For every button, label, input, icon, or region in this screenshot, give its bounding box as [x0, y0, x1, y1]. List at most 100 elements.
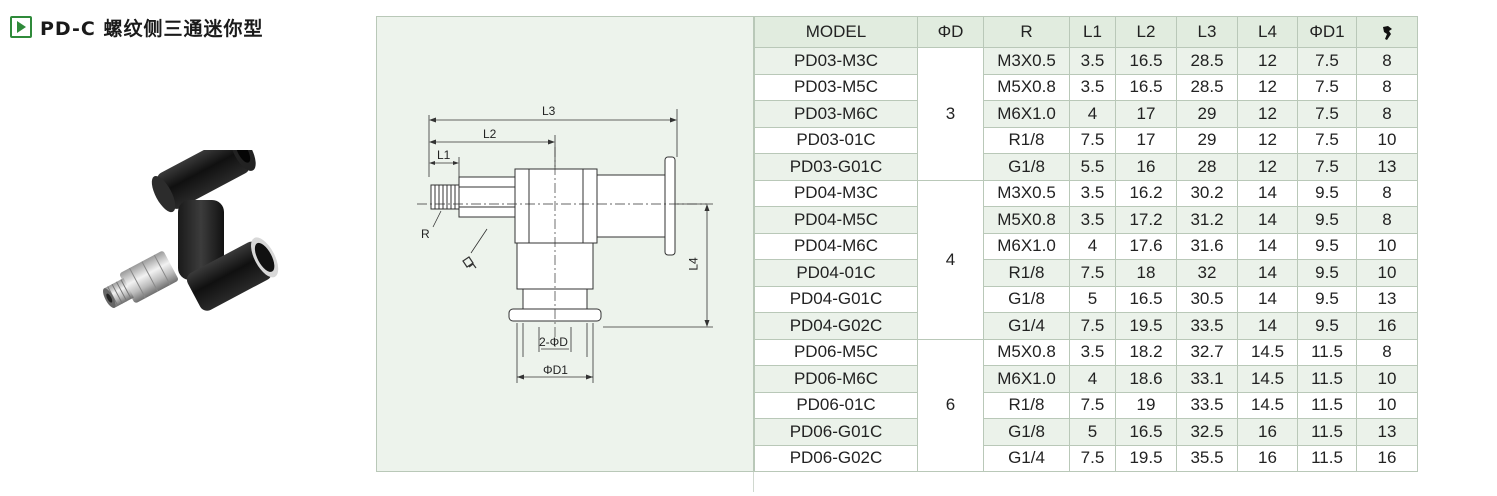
cell-l1: 5.5 [1069, 153, 1116, 181]
cell-phi-d1: 7.5 [1297, 126, 1357, 154]
cell-l4: 14 [1237, 179, 1298, 207]
cell-l3: 33.5 [1176, 312, 1238, 340]
cell-wrench-size: 16 [1356, 444, 1418, 472]
divider-line [753, 472, 754, 492]
cell-l4: 16 [1237, 418, 1298, 446]
section-title: PD-C 螺纹侧三通迷你型 [10, 14, 264, 40]
cell-r: G1/8 [983, 418, 1070, 446]
header-r: R [983, 16, 1070, 48]
cell-l2: 17.2 [1115, 206, 1177, 234]
cell-l1: 7.5 [1069, 444, 1116, 472]
dim-label-l2: L2 [483, 127, 497, 141]
product-photo [70, 132, 300, 330]
cell-r: M3X0.5 [983, 179, 1070, 207]
dim-label-phi-d1: ΦD1 [543, 363, 568, 377]
dim-label-l1: L1 [437, 148, 451, 162]
cell-r: R1/8 [983, 126, 1070, 154]
cell-l4: 12 [1237, 153, 1298, 181]
cell-phi-d1: 9.5 [1297, 232, 1357, 260]
cell-model: PD03-G01C [754, 153, 918, 181]
cell-l2: 18.2 [1115, 338, 1177, 366]
cell-phi-d1: 9.5 [1297, 206, 1357, 234]
cell-l1: 7.5 [1069, 259, 1116, 287]
cell-wrench-size: 10 [1356, 126, 1418, 154]
cell-r: G1/8 [983, 153, 1070, 181]
cell-wrench-size: 8 [1356, 338, 1418, 366]
cell-l1: 7.5 [1069, 312, 1116, 340]
cell-wrench-size: 10 [1356, 391, 1418, 419]
cell-wrench-size: 8 [1356, 206, 1418, 234]
cell-l3: 31.6 [1176, 232, 1238, 260]
cell-phi-d1: 11.5 [1297, 365, 1357, 393]
header-l1: L1 [1069, 16, 1116, 48]
cell-l4: 16 [1237, 444, 1298, 472]
cell-r: M6X1.0 [983, 232, 1070, 260]
cell-r: M6X1.0 [983, 365, 1070, 393]
cell-l4: 14 [1237, 232, 1298, 260]
cell-l1: 5 [1069, 418, 1116, 446]
cell-model: PD06-M6C [754, 365, 918, 393]
cell-model: PD03-M6C [754, 100, 918, 128]
header-model: MODEL [754, 16, 918, 48]
cell-l4: 12 [1237, 100, 1298, 128]
cell-l4: 14 [1237, 285, 1298, 313]
play-icon [10, 16, 32, 38]
cell-l2: 19.5 [1115, 444, 1177, 472]
header-phi-d1: ΦD1 [1297, 16, 1357, 48]
cell-l1: 7.5 [1069, 391, 1116, 419]
cell-r: G1/4 [983, 444, 1070, 472]
cell-l4: 14 [1237, 259, 1298, 287]
cell-l3: 32.7 [1176, 338, 1238, 366]
cell-model: PD03-M5C [754, 73, 918, 101]
cell-model: PD03-M3C [754, 47, 918, 75]
cell-l3: 28.5 [1176, 47, 1238, 75]
cell-r: R1/8 [983, 391, 1070, 419]
cell-r: M3X0.5 [983, 47, 1070, 75]
cell-l1: 3.5 [1069, 206, 1116, 234]
cell-model: PD06-G02C [754, 444, 918, 472]
cell-l3: 32.5 [1176, 418, 1238, 446]
cell-phi-d1: 9.5 [1297, 312, 1357, 340]
cell-phi-d: 6 [917, 338, 984, 472]
cell-l2: 17.6 [1115, 232, 1177, 260]
cell-l4: 12 [1237, 47, 1298, 75]
header-l3: L3 [1176, 16, 1238, 48]
cell-l2: 16.5 [1115, 285, 1177, 313]
cell-l1: 4 [1069, 100, 1116, 128]
cell-model: PD04-M3C [754, 179, 918, 207]
cell-phi-d1: 9.5 [1297, 285, 1357, 313]
cell-l3: 31.2 [1176, 206, 1238, 234]
cell-r: G1/4 [983, 312, 1070, 340]
cell-model: PD06-G01C [754, 418, 918, 446]
cell-l1: 3.5 [1069, 179, 1116, 207]
cell-phi-d1: 11.5 [1297, 391, 1357, 419]
cell-wrench-size: 8 [1356, 179, 1418, 207]
cell-l2: 16.5 [1115, 418, 1177, 446]
cell-l1: 5 [1069, 285, 1116, 313]
cell-phi-d1: 7.5 [1297, 100, 1357, 128]
cell-l4: 14 [1237, 312, 1298, 340]
cell-l4: 14.5 [1237, 365, 1298, 393]
header-l2: L2 [1115, 16, 1177, 48]
cell-l3: 32 [1176, 259, 1238, 287]
cell-l3: 33.5 [1176, 391, 1238, 419]
dim-label-2-phi-d: 2-ΦD [539, 335, 568, 349]
cell-l4: 12 [1237, 126, 1298, 154]
cell-r: M5X0.8 [983, 338, 1070, 366]
cell-l3: 29 [1176, 100, 1238, 128]
cell-l2: 19 [1115, 391, 1177, 419]
cell-phi-d1: 9.5 [1297, 179, 1357, 207]
cell-l2: 16.5 [1115, 47, 1177, 75]
cell-wrench-size: 13 [1356, 153, 1418, 181]
cell-l1: 4 [1069, 365, 1116, 393]
cell-l2: 16.5 [1115, 73, 1177, 101]
cell-l4: 14 [1237, 206, 1298, 234]
